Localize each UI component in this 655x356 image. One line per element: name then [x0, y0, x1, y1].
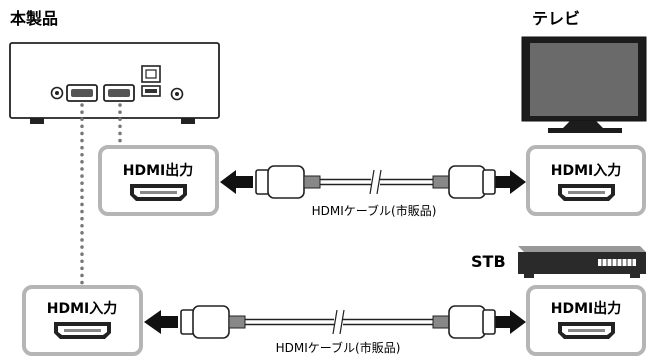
port-box-right-1: HDMI入力 — [526, 145, 646, 216]
port-label-left-2: HDMI入力 — [47, 300, 117, 317]
connection-2: HDMI入力 HDMI出力 — [22, 285, 646, 356]
stb-title: STB — [471, 252, 506, 271]
hdmi-port-icon — [558, 322, 615, 339]
device-hdmi-port-2 — [103, 84, 135, 102]
cable-label-1: HDMIケーブル(市販品) — [312, 203, 437, 218]
connection-1: HDMI出力 HDMI入力 — [98, 145, 646, 218]
port-box-left-1: HDMI出力 — [98, 145, 219, 216]
cable-label-2: HDMIケーブル(市販品) — [276, 340, 401, 355]
hdmi-port-icon — [54, 322, 111, 339]
tv-title: テレビ — [532, 9, 580, 28]
device-right-jack — [170, 87, 184, 101]
port-box-right-2: HDMI出力 — [526, 285, 646, 356]
hdmi-port-icon — [558, 184, 615, 201]
device-box — [9, 42, 220, 124]
device-left-jack — [50, 86, 64, 100]
device-hdmi-port-1 — [66, 84, 98, 102]
port-label-right-1: HDMI入力 — [551, 162, 621, 179]
port-label-right-2: HDMI出力 — [551, 300, 621, 317]
device-lan-port — [141, 65, 161, 83]
device-title: 本製品 — [10, 9, 58, 28]
arrow-right-2 — [493, 310, 526, 334]
device-usb-port — [141, 85, 161, 97]
hdmi-port-icon — [130, 184, 187, 201]
stb-illustration — [518, 246, 646, 278]
port-box-left-2: HDMI入力 — [22, 285, 143, 356]
tv-illustration — [521, 36, 647, 133]
arrow-left-2 — [144, 310, 178, 334]
arrow-left-1 — [220, 170, 253, 194]
hdmi-cable-2 — [180, 305, 496, 339]
arrow-right-1 — [493, 170, 526, 194]
hdmi-cable-1 — [255, 165, 496, 199]
port-label-left-1: HDMI出力 — [123, 162, 193, 179]
